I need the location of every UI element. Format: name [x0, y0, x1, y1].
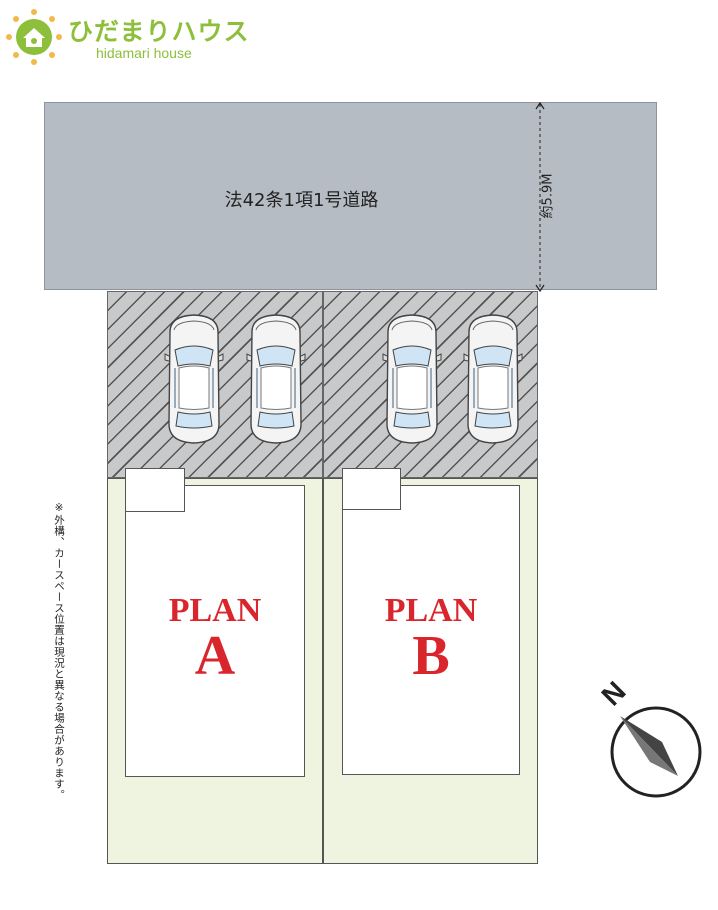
car-top-view-icon — [246, 314, 306, 444]
house-footprint-a — [125, 485, 305, 777]
porch-b — [342, 468, 401, 510]
car-top-view-icon — [164, 314, 224, 444]
porch-a — [125, 468, 185, 512]
road-width-dimension-arrow — [535, 101, 545, 293]
plan-a-word: PLAN — [168, 592, 262, 629]
plan-b-letter: B — [412, 625, 450, 687]
house-footprint-b — [342, 485, 520, 775]
plan-a-letter: A — [194, 625, 236, 687]
road — [44, 102, 657, 290]
sun-house-icon — [6, 9, 62, 65]
plan-b-word: PLAN — [384, 592, 478, 629]
car-top-view-icon — [463, 314, 523, 444]
road-label: 法42条1項1号道路 — [224, 190, 379, 211]
road-width-label: 約5.9M — [540, 173, 556, 219]
north-arrow-icon: N — [595, 675, 702, 798]
disclaimer-note: ※外構、カースペース位置は現況と異なる場合があります。 — [53, 502, 65, 801]
car-top-view-icon — [382, 314, 442, 444]
logo-name-en: hidamari house — [96, 45, 192, 61]
north-label: N — [595, 675, 631, 711]
logo-name-ja: ひだまりハウス — [68, 17, 250, 46]
